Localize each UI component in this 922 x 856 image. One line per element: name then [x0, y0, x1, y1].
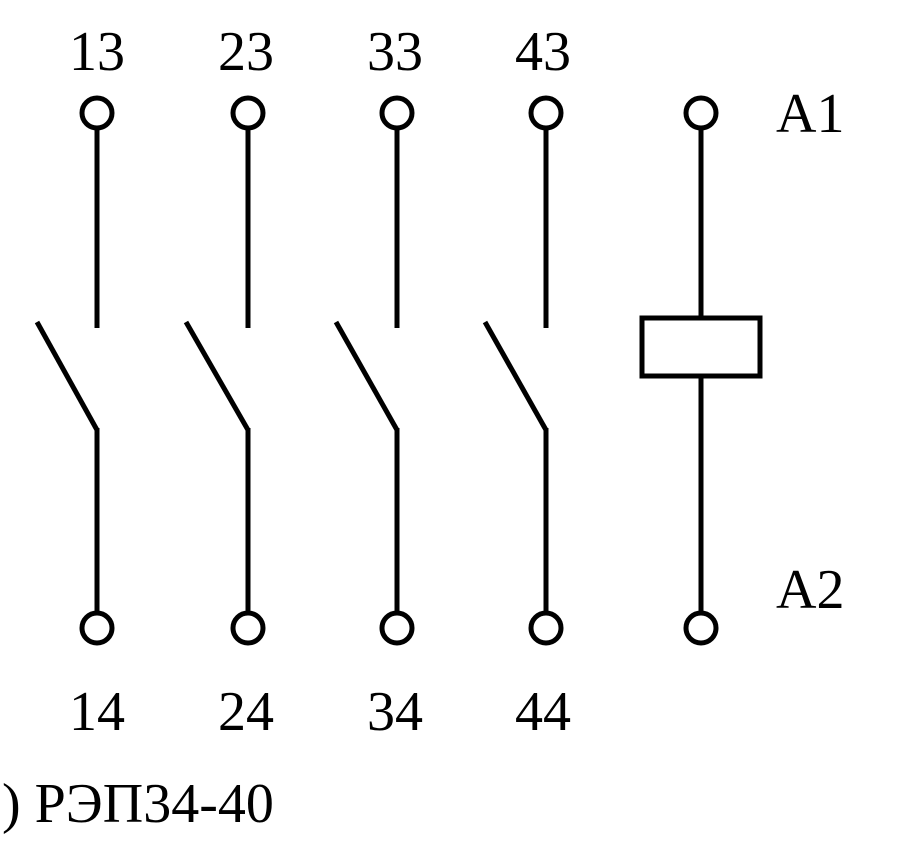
contact-3-top-label: 33 — [367, 21, 423, 83]
contact-4: 43 44 — [482, 21, 571, 743]
caption: ) РЭП34-40 — [2, 773, 274, 835]
contact-1-top-label: 13 — [69, 21, 125, 83]
contact-2-bottom-terminal — [230, 610, 266, 646]
coil-bottom-terminal — [683, 610, 719, 646]
contact-3-top-terminal — [379, 95, 415, 131]
contact-1-top-terminal — [79, 95, 115, 131]
contact-4-bottom-terminal — [528, 610, 564, 646]
contact-3-bottom-label: 34 — [367, 681, 423, 743]
coil: A1 A2 — [639, 83, 844, 646]
contact-3: 33 34 — [333, 21, 423, 743]
contact-4-switch-blade — [482, 320, 549, 432]
contact-3-switch-blade — [333, 320, 400, 432]
contact-2: 23 24 — [183, 21, 274, 743]
contact-1-switch-blade — [34, 320, 100, 432]
contact-1-bottom-label: 14 — [69, 681, 125, 743]
contact-2-top-label: 23 — [218, 21, 274, 83]
contact-2-switch-blade — [183, 320, 251, 432]
contact-1-bottom-terminal — [79, 610, 115, 646]
contact-2-top-terminal — [230, 95, 266, 131]
contact-2-bottom-label: 24 — [218, 681, 274, 743]
coil-box — [639, 315, 763, 379]
coil-top-terminal — [683, 95, 719, 131]
contact-1: 13 14 — [34, 21, 125, 743]
contact-4-top-label: 43 — [515, 21, 571, 83]
contact-4-bottom-label: 44 — [515, 681, 571, 743]
coil-bottom-label: A2 — [776, 559, 844, 621]
coil-top-label: A1 — [776, 83, 844, 145]
contact-4-top-terminal — [528, 95, 564, 131]
contact-3-bottom-terminal — [379, 610, 415, 646]
